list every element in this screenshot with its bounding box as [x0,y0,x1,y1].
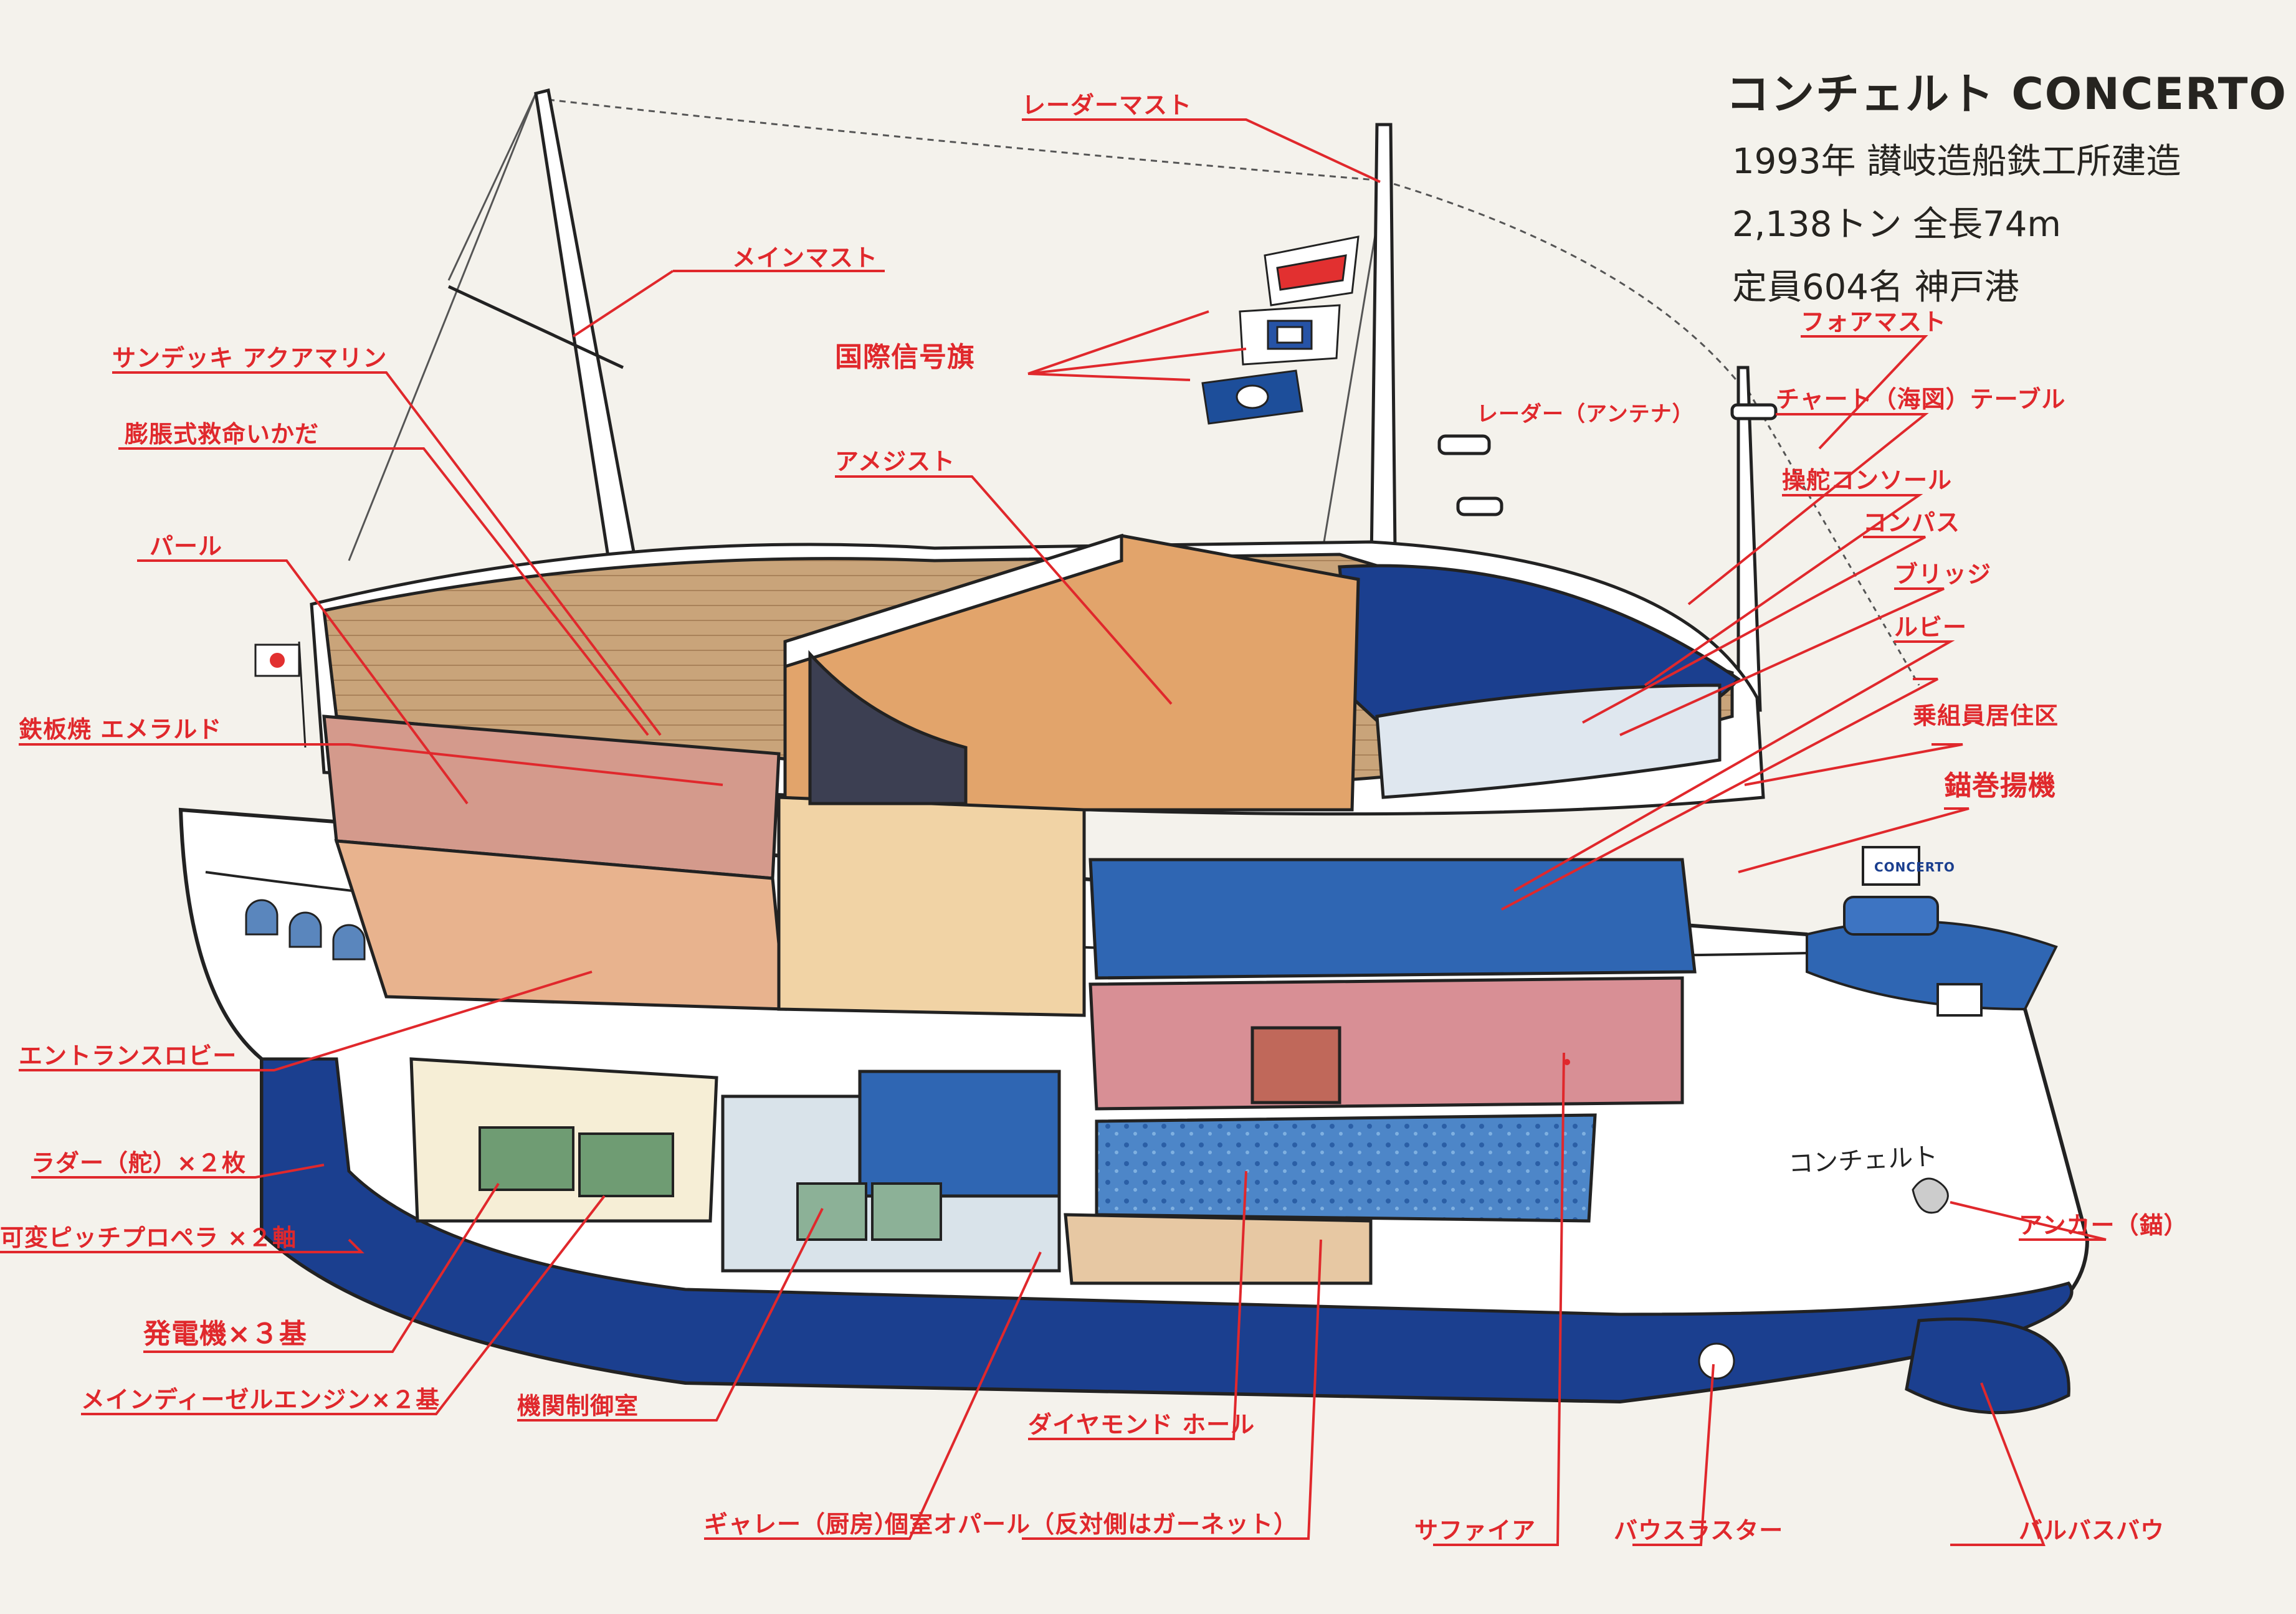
windlass [1806,846,2058,1017]
label-emerald: 鉄板焼 エメラルド [19,716,222,743]
label-bridge: ブリッジ [1894,561,1992,588]
label-liferaft: 膨脹式救命いかだ [125,420,320,448]
label-sapphire: サファイア [1414,1517,1536,1544]
foremast [1736,366,1762,712]
label-foremast: フォアマスト [1801,308,1947,336]
build-info: 1993年 讃岐造船鉄工所建造 [1732,141,2181,182]
label-diamond-hall: ダイヤモンド ホール [1028,1411,1255,1438]
engine-room [479,1126,942,1241]
capacity-info: 定員604名 神戸港 [1732,267,2019,308]
label-signal-flags: 国際信号旗 [835,341,975,373]
bow-flag-board: CONCERTO [1874,860,1955,875]
masts [447,88,1778,712]
ship-title: コンチェルト CONCERTO [1726,69,2288,120]
label-radar-mast: レーダーマスト [1022,92,1193,119]
label-bow-thruster: バウスラスター [1614,1517,1784,1544]
label-entrance: エントランスロビー [19,1042,237,1070]
decks [310,533,1765,1285]
label-control-room: 機関制御室 [517,1392,639,1420]
label-helm-console: 操舵コンソール [1782,467,1953,494]
label-ruby: ルビー [1894,614,1968,641]
label-bulbous-bow: バルバスバウ [2019,1517,2165,1544]
rigging [348,93,1920,686]
info-block: コンチェルト CONCERTO 1993年 讃岐造船鉄工所建造 2,138トン … [1726,59,2287,322]
label-pearl: パール [150,533,223,560]
label-generator: 発電機×３基 [143,1318,307,1350]
label-sundeck: サンデッキ アクアマリン [112,344,388,372]
label-rudder: ラダー（舵）×２枚 [31,1149,246,1177]
label-chart-table: チャート（海図）テーブル [1776,386,2066,413]
label-main-mast: メインマスト [732,244,879,272]
label-galley: ギャレー（厨房） [704,1511,899,1538]
label-windlass: 錨巻揚機 [1944,770,2056,802]
tonnage-info: 2,138トン 全長74m [1732,204,2061,245]
label-amethyst: アメジスト [835,448,956,475]
radar-mast [1369,123,1398,612]
label-opal: 個室オパール（反対側はガーネット） [885,1511,1298,1538]
label-engine: メインディーゼルエンジン×２基 [81,1386,441,1413]
label-crew-quarters: 乗組員居住区 [1913,702,2059,729]
label-radar-antenna: レーダー（アンテナ） [1477,402,1694,427]
leader-lines [0,118,2107,1546]
label-compass: コンパス [1863,509,1961,536]
signal-flags [1201,235,1360,425]
stern-flag [254,641,307,748]
label-propeller: 可変ピッチプロペラ ×２軸 [0,1224,297,1251]
label-anchor: アンカー（錨） [2019,1212,2188,1239]
